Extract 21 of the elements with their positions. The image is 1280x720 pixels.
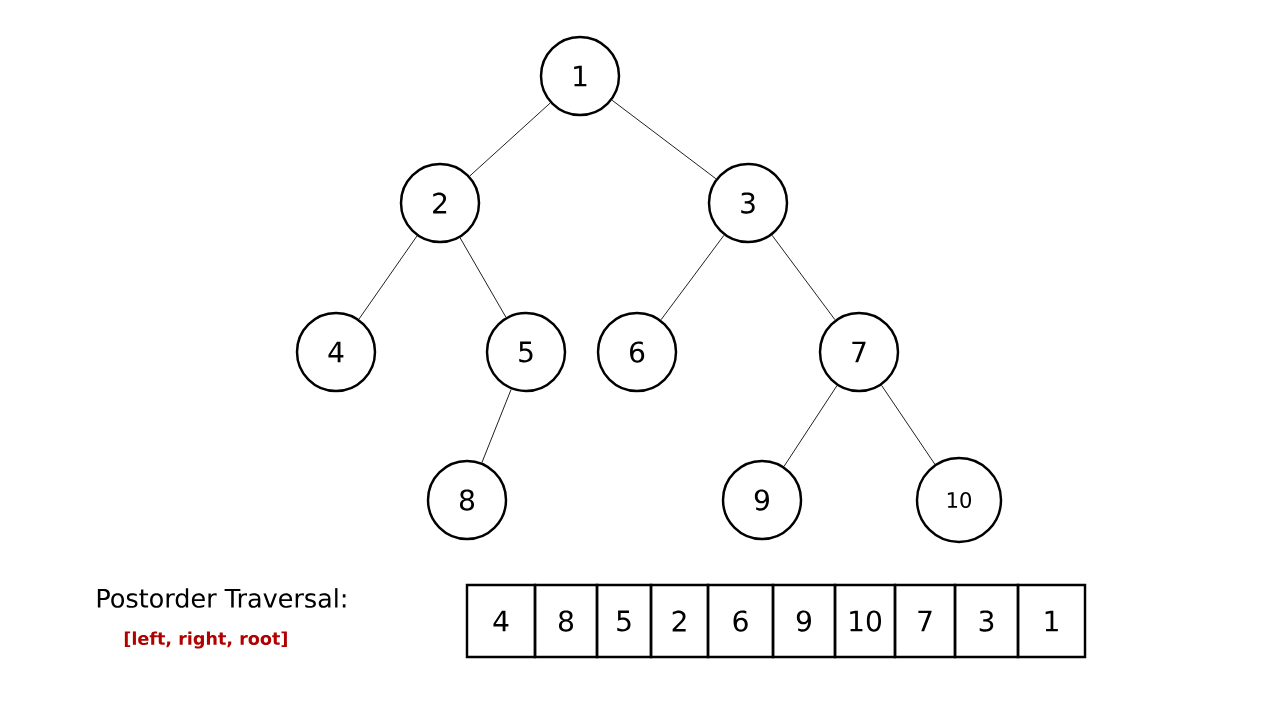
table-cell: 7 bbox=[893, 583, 957, 659]
table-cell: 6 bbox=[706, 583, 775, 659]
table-cell: 3 bbox=[953, 583, 1020, 659]
heading: Postorder Traversal: bbox=[97, 588, 346, 608]
table-cell: 8 bbox=[533, 583, 599, 659]
table-cell: 10 bbox=[833, 583, 897, 659]
table-cell: 2 bbox=[649, 583, 710, 659]
table-cell: 9 bbox=[771, 583, 837, 659]
tree-edge bbox=[660, 234, 725, 321]
tree-edge bbox=[358, 235, 418, 320]
tree-edge bbox=[783, 385, 838, 467]
tree-edge bbox=[481, 388, 512, 464]
tree-edge bbox=[611, 99, 717, 180]
tree-edge bbox=[469, 102, 551, 177]
tree-edge bbox=[771, 234, 836, 321]
note: [left, right, root] bbox=[124, 631, 287, 649]
table-cell: 5 bbox=[595, 583, 653, 659]
table-cell: 1 bbox=[1016, 583, 1087, 659]
tree-edge bbox=[459, 237, 507, 318]
table-cell: 4 bbox=[465, 583, 537, 659]
tree-edge bbox=[881, 384, 936, 465]
